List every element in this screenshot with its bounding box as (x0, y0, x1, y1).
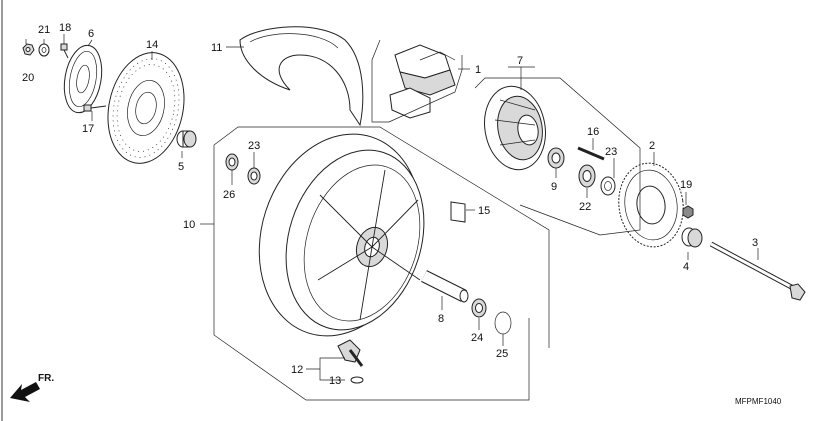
callout-26: 25 (496, 348, 508, 360)
callout-5: 5 (178, 161, 184, 173)
hub-group-outline (474, 77, 641, 236)
sprocket-2 (618, 162, 684, 248)
collar-24 (600, 176, 616, 196)
wheel-group-outline (213, 126, 550, 401)
damper-group-outline (371, 39, 463, 123)
callout-20: 20 (22, 72, 34, 84)
callout-15: 15 (478, 205, 490, 217)
damper-1 (389, 44, 456, 119)
collar-4 (681, 227, 703, 248)
callout-7: 7 (517, 55, 523, 67)
front-direction-label: FR. (38, 373, 54, 384)
callout-2: 2 (649, 140, 655, 152)
stud-16 (577, 146, 605, 161)
callout-14: 14 (146, 39, 158, 51)
brake-disc-14 (107, 52, 185, 164)
callout-24: 23 (605, 146, 617, 158)
nut-19 (682, 205, 694, 219)
collar-8 (421, 270, 469, 303)
callout-6: 6 (88, 28, 94, 40)
tire-11 (239, 26, 364, 127)
callout-1: 1 (475, 64, 481, 76)
weight-15 (450, 201, 466, 223)
callout-16: 16 (587, 126, 599, 138)
disc-6 (63, 44, 103, 114)
wheel-10 (258, 133, 425, 337)
callout-3: 3 (752, 237, 758, 249)
axle-3 (709, 241, 806, 301)
cap-13 (350, 376, 364, 384)
callout-25: 26 (223, 189, 235, 201)
callout-22: 22 (579, 201, 591, 213)
callout-18: 18 (59, 22, 71, 34)
seal-23-lower (471, 298, 487, 318)
washer-21 (38, 43, 50, 57)
callout-23-upper: 23 (248, 140, 260, 152)
bearing-9 (547, 147, 565, 169)
callout-23-lower: 24 (471, 332, 483, 344)
callout-10: 10 (183, 219, 195, 231)
callout-19: 19 (680, 179, 692, 191)
callout-4: 4 (683, 261, 689, 273)
callout-12: 12 (291, 364, 303, 376)
callout-8: 8 (438, 313, 444, 325)
callout-9: 9 (551, 181, 557, 193)
collar-5 (176, 130, 197, 148)
circlip-26 (494, 311, 512, 335)
callout-13: 13 (329, 375, 341, 387)
callout-21: 21 (38, 24, 50, 36)
bolt-18 (60, 43, 69, 59)
callout-17: 17 (82, 123, 94, 135)
seal-23-upper (247, 167, 261, 185)
bolt-17 (83, 104, 107, 112)
callout-11: 11 (211, 42, 222, 54)
leader-lines (25, 34, 759, 381)
diagram-code: MFPMF1040 (735, 397, 782, 406)
hub-7 (484, 85, 546, 171)
bearing-22 (578, 164, 596, 188)
bearing-25 (225, 153, 239, 171)
nut-20 (22, 43, 35, 56)
front-direction-arrow: FR. (10, 373, 54, 402)
valve-12 (337, 339, 364, 367)
